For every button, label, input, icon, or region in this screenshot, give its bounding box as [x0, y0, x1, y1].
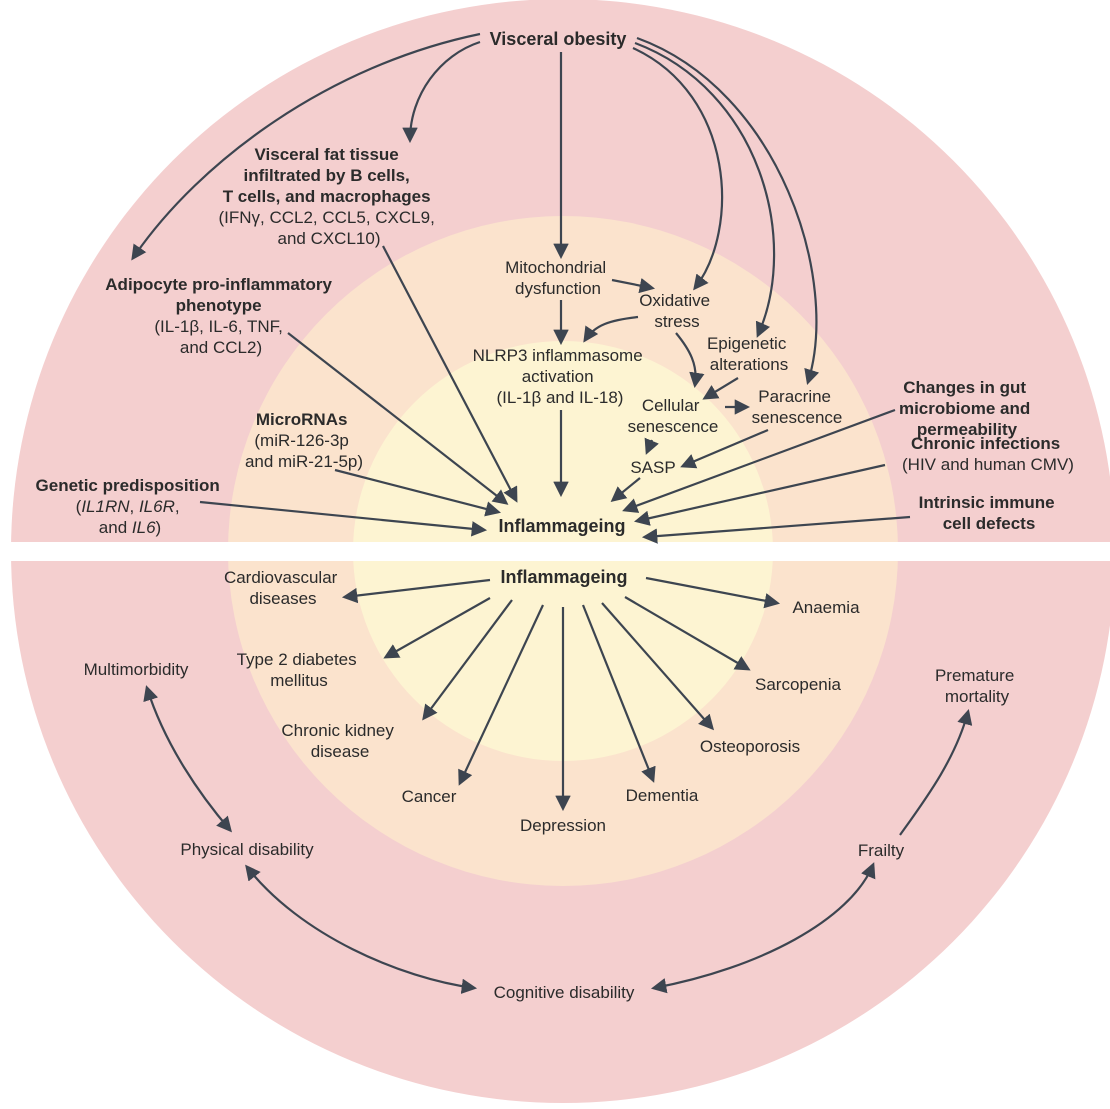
cognitive-disability-label: Cognitive disability	[494, 983, 635, 1002]
osteoporosis-label: Osteoporosis	[700, 737, 800, 756]
inflammageing-bottom-label: Inflammageing	[500, 567, 627, 587]
frailty-label: Frailty	[858, 841, 905, 860]
cardiovascular-label: Cardiovascular diseases	[224, 568, 342, 608]
arrow-cognitive-frailty	[650, 862, 876, 994]
cellular-senescence-label: Cellular senescence	[628, 396, 719, 436]
arrow-immune-to-center	[641, 515, 911, 544]
arrow-obesity-to-oxidative	[632, 47, 724, 291]
bottom-arrows	[143, 576, 973, 994]
sarcopenia-label: Sarcopenia	[755, 675, 842, 694]
arrow-paracrine-to-sasp	[680, 428, 769, 469]
arrow-gut-to-center	[622, 408, 896, 513]
arrow-micrornas-to-center	[334, 468, 501, 517]
arrow-physical-cognitive	[245, 864, 478, 994]
multimorbidity-label: Multimorbidity	[84, 660, 189, 679]
arrow-obesity-to-paracrine	[636, 36, 820, 385]
arrow-to-sarcopenia	[624, 596, 751, 671]
arrow-obesity-to-adipocyte	[131, 32, 481, 261]
arrow-adipocyte-to-center	[287, 332, 509, 505]
arrow-to-diabetes	[383, 597, 491, 659]
chronic-infections-label: Chronic infections (HIV and human CMV)	[902, 434, 1074, 474]
nlrp3-label: NLRP3 inflammasome activation (IL-1β and…	[473, 346, 648, 407]
sasp-label: SASP	[630, 458, 675, 477]
depression-label: Depression	[520, 816, 606, 835]
arrow-oxidative-to-cellular	[675, 332, 705, 389]
cancer-label: Cancer	[402, 787, 457, 806]
immune-defects-label: Intrinsic immune cell defects	[919, 493, 1060, 533]
paracrine-senescence-label: Paracrine senescence	[752, 387, 843, 427]
visceral-obesity-label: Visceral obesity	[490, 29, 627, 49]
arrow-to-dementia	[581, 604, 656, 783]
dementia-label: Dementia	[626, 786, 699, 805]
arrow-mitochondrial-to-oxidative	[611, 278, 656, 294]
diabetes-label: Type 2 diabetes mellitus	[237, 650, 362, 690]
arrow-to-cancer	[458, 604, 544, 786]
physical-disability-label: Physical disability	[180, 840, 314, 859]
arrow-multimorbidity-physical	[143, 685, 233, 833]
adipocyte-label: Adipocyte pro-inflammatory phenotype (IL…	[105, 275, 336, 357]
arrow-obesity-to-fat-tissue	[402, 40, 481, 144]
arrow-sasp-to-center	[610, 477, 641, 502]
genetic-predisposition-label: Genetic predisposition (IL1RN, IL6R, and…	[36, 476, 225, 537]
fat-tissue-label: Visceral fat tissue infiltrated by B cel…	[218, 145, 439, 248]
anaemia-label: Anaemia	[792, 598, 860, 617]
gut-microbiome-label: Changes in gut microbiome and permeabili…	[899, 378, 1035, 439]
inflammageing-top-label: Inflammageing	[498, 516, 625, 536]
arrow-genetic-to-center	[199, 500, 488, 537]
divider-band	[0, 542, 1110, 561]
arrow-frailty-to-premature	[899, 709, 973, 836]
arrow-infections-to-center	[633, 463, 886, 526]
micrornas-label: MicroRNAs (miR-126-3p and miR-21-5p)	[245, 410, 363, 471]
oxidative-label: Oxidative stress	[639, 291, 715, 331]
arrow-to-osteoporosis	[601, 602, 715, 731]
arrow-oxidative-to-nlrp3	[583, 315, 639, 343]
arrow-fat-tissue-to-center	[382, 245, 518, 503]
arrow-to-cardiovascular	[341, 578, 491, 604]
arrow-to-anaemia	[645, 576, 781, 609]
top-arrows	[131, 32, 911, 544]
epigenetic-label: Epigenetic alterations	[707, 334, 791, 374]
kidney-label: Chronic kidney disease	[281, 721, 398, 761]
arrow-epigenetic-to-cellular	[702, 377, 739, 400]
arrow-cellular-to-sasp	[644, 437, 659, 455]
premature-mortality-label: Premature mortality	[935, 666, 1019, 706]
arrow-obesity-to-epigenetic	[634, 41, 776, 338]
mitochondrial-label: Mitochondrial dysfunction	[505, 258, 611, 298]
arrow-to-kidney	[422, 599, 513, 721]
